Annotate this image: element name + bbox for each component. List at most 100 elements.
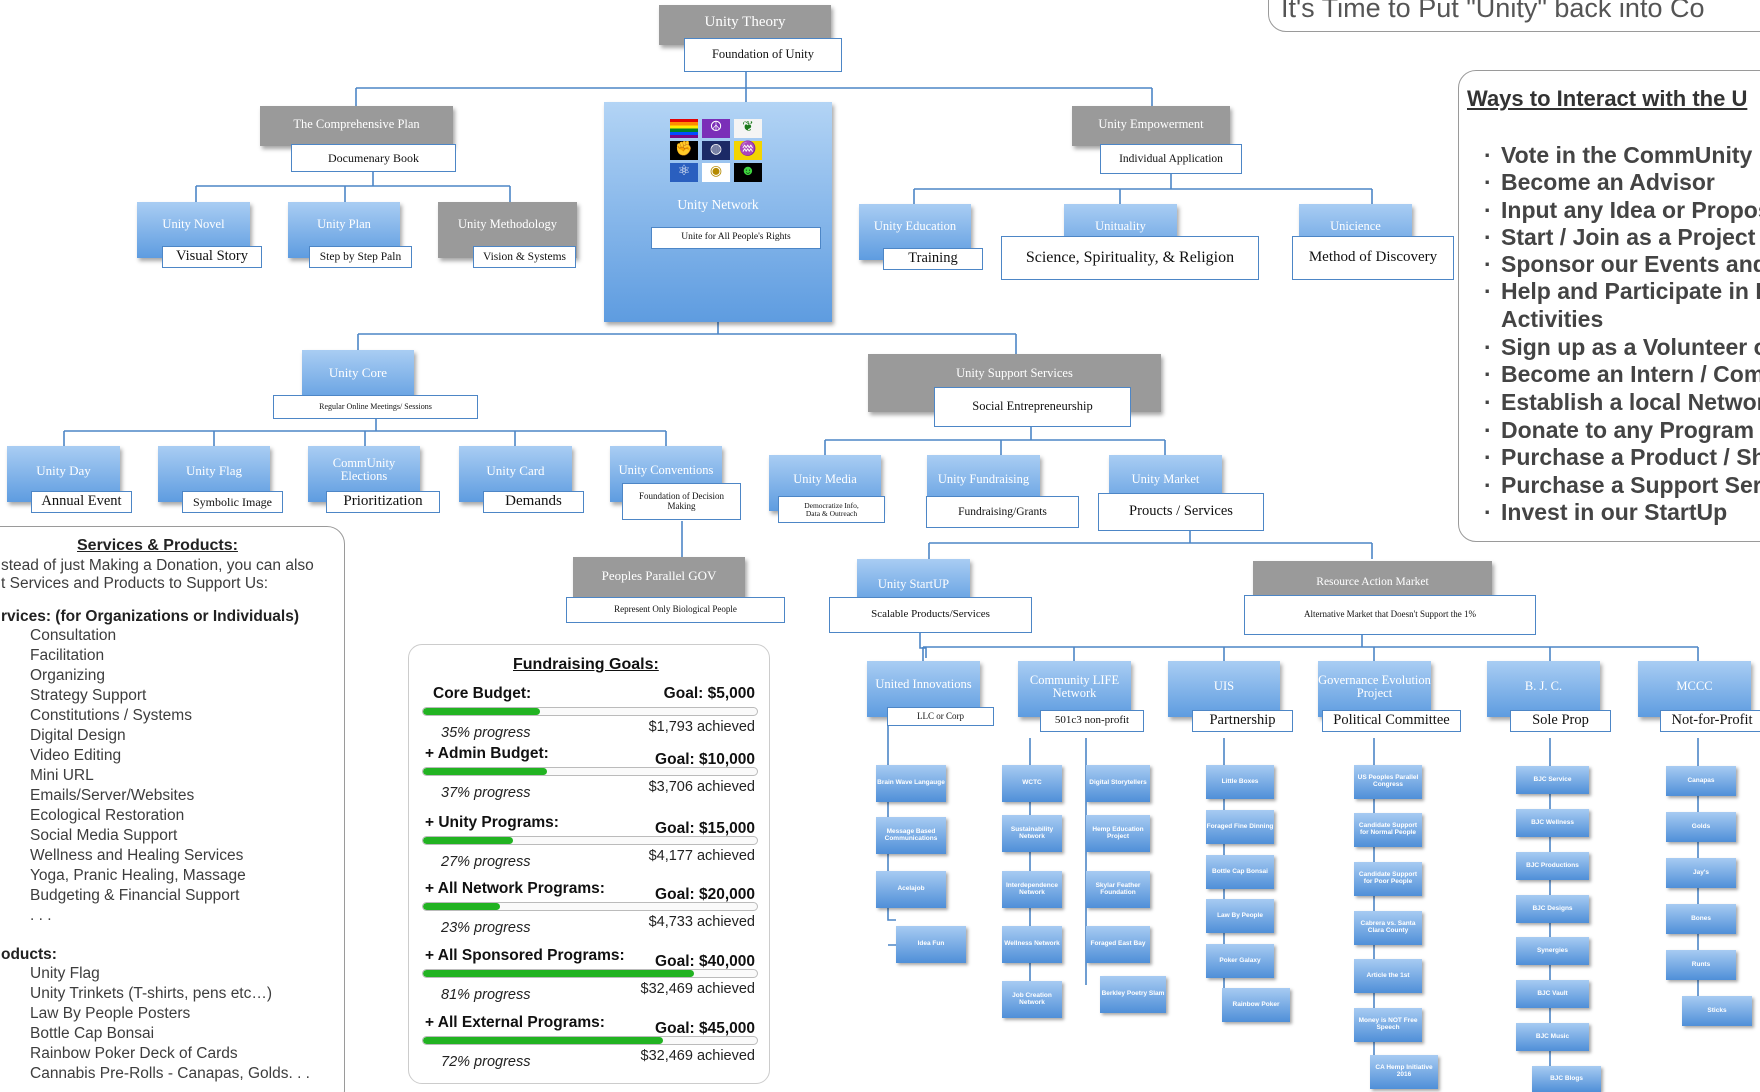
goal-label: + All Network Programs: — [425, 880, 605, 897]
globe-icon: ◍ — [702, 141, 730, 160]
unicience-title: Unicience — [1330, 219, 1381, 233]
leaf-skylar-feather-foundation[interactable]: Skylar Feather Foundation — [1086, 871, 1150, 908]
bullet-icon: · — [1484, 197, 1492, 223]
mccc-node[interactable]: MCCC — [1638, 661, 1751, 717]
governance-evolution-sub: Political Committee — [1322, 710, 1461, 732]
community-life-title: Community LIFE Network — [1029, 673, 1120, 701]
leaf-foraged-east-bay[interactable]: Foraged East Bay — [1086, 926, 1150, 963]
governance-evolution-node[interactable]: Governance Evolution Project — [1318, 661, 1431, 717]
leaf-bjc-vault[interactable]: BJC Vault — [1516, 980, 1589, 1008]
leaf-message-based-communications[interactable]: Message Based Communications — [876, 817, 946, 854]
leaf-bjc-service[interactable]: BJC Service — [1516, 766, 1589, 794]
leaf-runts[interactable]: Runts — [1666, 950, 1736, 980]
unity-network-node[interactable]: ☮ ❦ ✊ ◍ ♒ ⚛ ◉ ☻ Unity Network — [604, 102, 832, 322]
unity-novel-sub: Visual Story — [162, 246, 262, 268]
leaf-acelajob[interactable]: Acelajob — [876, 871, 946, 908]
leaf-brain-wave-langauge[interactable]: Brain Wave Langauge — [876, 765, 946, 802]
gadsden-flag-icon: ♒ — [734, 141, 762, 160]
product-item: Unity Trinkets (T-shirts, pens etc…) — [30, 985, 273, 1002]
leaf-sustainability-network[interactable]: Sustainability Network — [1002, 815, 1062, 852]
ways-item: ·Invest in our StartUp — [1484, 499, 1727, 526]
service-item: Strategy Support — [30, 687, 147, 704]
leaf-foraged-fine-dinning[interactable]: Foraged Fine Dinning — [1206, 810, 1274, 844]
unity-network-sub: Unite for All People's Rights — [651, 227, 821, 249]
leaf-bjc-blogs[interactable]: BJC Blogs — [1532, 1066, 1601, 1092]
goal-progress-text: 23% progress — [441, 920, 531, 936]
leaf-bjc-wellness[interactable]: BJC Wellness — [1516, 809, 1589, 837]
leaf-berkley-poetry-slam[interactable]: Berkley Poetry Slam — [1100, 976, 1166, 1013]
comprehensive-plan-title: The Comprehensive Plan — [293, 117, 420, 131]
service-item: Constitutions / Systems — [30, 707, 192, 724]
resource-action-market-node[interactable]: Resource Action Market — [1253, 561, 1492, 601]
uis-node[interactable]: UIS — [1168, 661, 1280, 717]
leaf-cabrera-vs-santa-clara[interactable]: Cabrera vs. Santa Clara County — [1354, 911, 1422, 945]
community-life-sub: 501c3 non-profit — [1040, 710, 1144, 732]
unity-novel-title: Unity Novel — [162, 217, 225, 231]
leaf-wctc[interactable]: WCTC — [1002, 765, 1062, 802]
leaf-poker-galaxy[interactable]: Poker Galaxy — [1206, 944, 1274, 978]
product-item: Rainbow Poker Deck of Cards — [30, 1045, 238, 1062]
ways-item-text: Establish a local Network — [1501, 389, 1760, 415]
goal-achieved: $32,469 achieved — [640, 1048, 756, 1064]
leaf-bjc-music[interactable]: BJC Music — [1516, 1023, 1589, 1051]
peoples-parallel-gov-node[interactable]: Peoples Parallel GOV — [573, 557, 745, 597]
ways-item-text: Donate to any Program or — [1501, 417, 1760, 443]
leaf-bjc-designs[interactable]: BJC Designs — [1516, 895, 1589, 923]
unity-media-sub: Democratize Info, Data & Outreach — [778, 496, 885, 523]
unity-plan-sub: Step by Step Paln — [309, 246, 412, 268]
bullet-icon: · — [1484, 361, 1492, 387]
unity-empowerment-node[interactable]: Unity Empowerment — [1072, 106, 1230, 146]
goal-amount: Goal: $15,000 — [655, 820, 755, 837]
leaf-ca-hemp-initiative[interactable]: CA Hemp Initiative 2016 — [1370, 1055, 1438, 1089]
service-item: Budgeting & Financial Support — [30, 887, 240, 904]
comprehensive-plan-node[interactable]: The Comprehensive Plan — [260, 106, 453, 146]
ways-item: ·Become an Advisor — [1484, 169, 1715, 196]
bjc-node[interactable]: B. J. C. — [1487, 661, 1600, 717]
leaf-wellness-network[interactable]: Wellness Network — [1002, 926, 1062, 963]
service-item: Yoga, Pranic Healing, Massage — [30, 867, 246, 884]
leaf-bottle-cap-bonsai[interactable]: Bottle Cap Bonsai — [1206, 855, 1274, 889]
goal-progress-fill — [423, 903, 500, 910]
goal-progress-bar — [422, 836, 758, 845]
services-products-panel: Services & Products: stead of just Makin… — [0, 526, 345, 1092]
leaf-synergies[interactable]: Synergies — [1516, 937, 1589, 965]
leaf-canapas[interactable]: Canapas — [1666, 766, 1736, 796]
seal-icon: ◉ — [702, 163, 730, 182]
bullet-icon: · — [1484, 251, 1492, 277]
service-item: . . . — [30, 907, 52, 924]
leaf-hemp-education-project[interactable]: Hemp Education Project — [1086, 815, 1150, 852]
leaf-sticks[interactable]: Sticks — [1682, 996, 1752, 1026]
unituality-sub: Science, Spirituality, & Religion — [1001, 236, 1259, 280]
unity-day-title: Unity Day — [36, 463, 91, 478]
leaf-interdependence-network[interactable]: Interdependence Network — [1002, 871, 1062, 908]
leaf-job-creation-network[interactable]: Job Creation Network — [1002, 981, 1062, 1018]
leaf-little-boxes[interactable]: Little Boxes — [1206, 765, 1274, 799]
bullet-icon: · — [1484, 224, 1492, 250]
unity-network-title: Unity Network — [677, 197, 759, 212]
unity-conventions-sub: Foundation of Decision Making — [622, 483, 741, 520]
ways-item-text: Purchase a Product / Sho — [1501, 444, 1760, 470]
goal-amount: Goal: $5,000 — [663, 685, 755, 702]
leaf-article-the-1st[interactable]: Article the 1st — [1354, 959, 1422, 993]
leaf-idea-fun[interactable]: Idea Fun — [896, 926, 966, 963]
leaf-candidate-support-normal[interactable]: Candidate Support for Normal People — [1354, 813, 1422, 847]
leaf-us-peoples-parallel-congress[interactable]: US Peoples Parallel Congress — [1354, 765, 1422, 799]
leaf-digital-storytellers[interactable]: Digital Storytellers — [1086, 765, 1150, 802]
leaf-candidate-support-poor[interactable]: Candidate Support for Poor People — [1354, 862, 1422, 896]
leaf-money-not-free-speech[interactable]: Money is NOT Free Speech — [1354, 1008, 1422, 1042]
goal-achieved: $4,733 achieved — [648, 914, 755, 930]
unity-empowerment-title: Unity Empowerment — [1098, 117, 1204, 131]
community-life-node[interactable]: Community LIFE Network — [1018, 661, 1131, 717]
leaf-bones[interactable]: Bones — [1666, 904, 1736, 934]
resource-action-market-sub: Alternative Market that Doesn't Support … — [1244, 595, 1536, 635]
leaf-golds[interactable]: Golds — [1666, 812, 1736, 842]
fundraising-goals-panel: Fundraising Goals: Core Budget:Goal: $5,… — [408, 644, 770, 1084]
leaf-bjc-productions[interactable]: BJC Productions — [1516, 852, 1589, 880]
leaf-law-by-people[interactable]: Law By People — [1206, 899, 1274, 933]
bjc-sub: Sole Prop — [1510, 710, 1611, 732]
service-item: Organizing — [30, 667, 105, 684]
leaf-rainbow-poker[interactable]: Rainbow Poker — [1222, 988, 1290, 1022]
goal-progress-text: 81% progress — [441, 987, 531, 1003]
leaf-jays[interactable]: Jay's — [1666, 858, 1736, 888]
